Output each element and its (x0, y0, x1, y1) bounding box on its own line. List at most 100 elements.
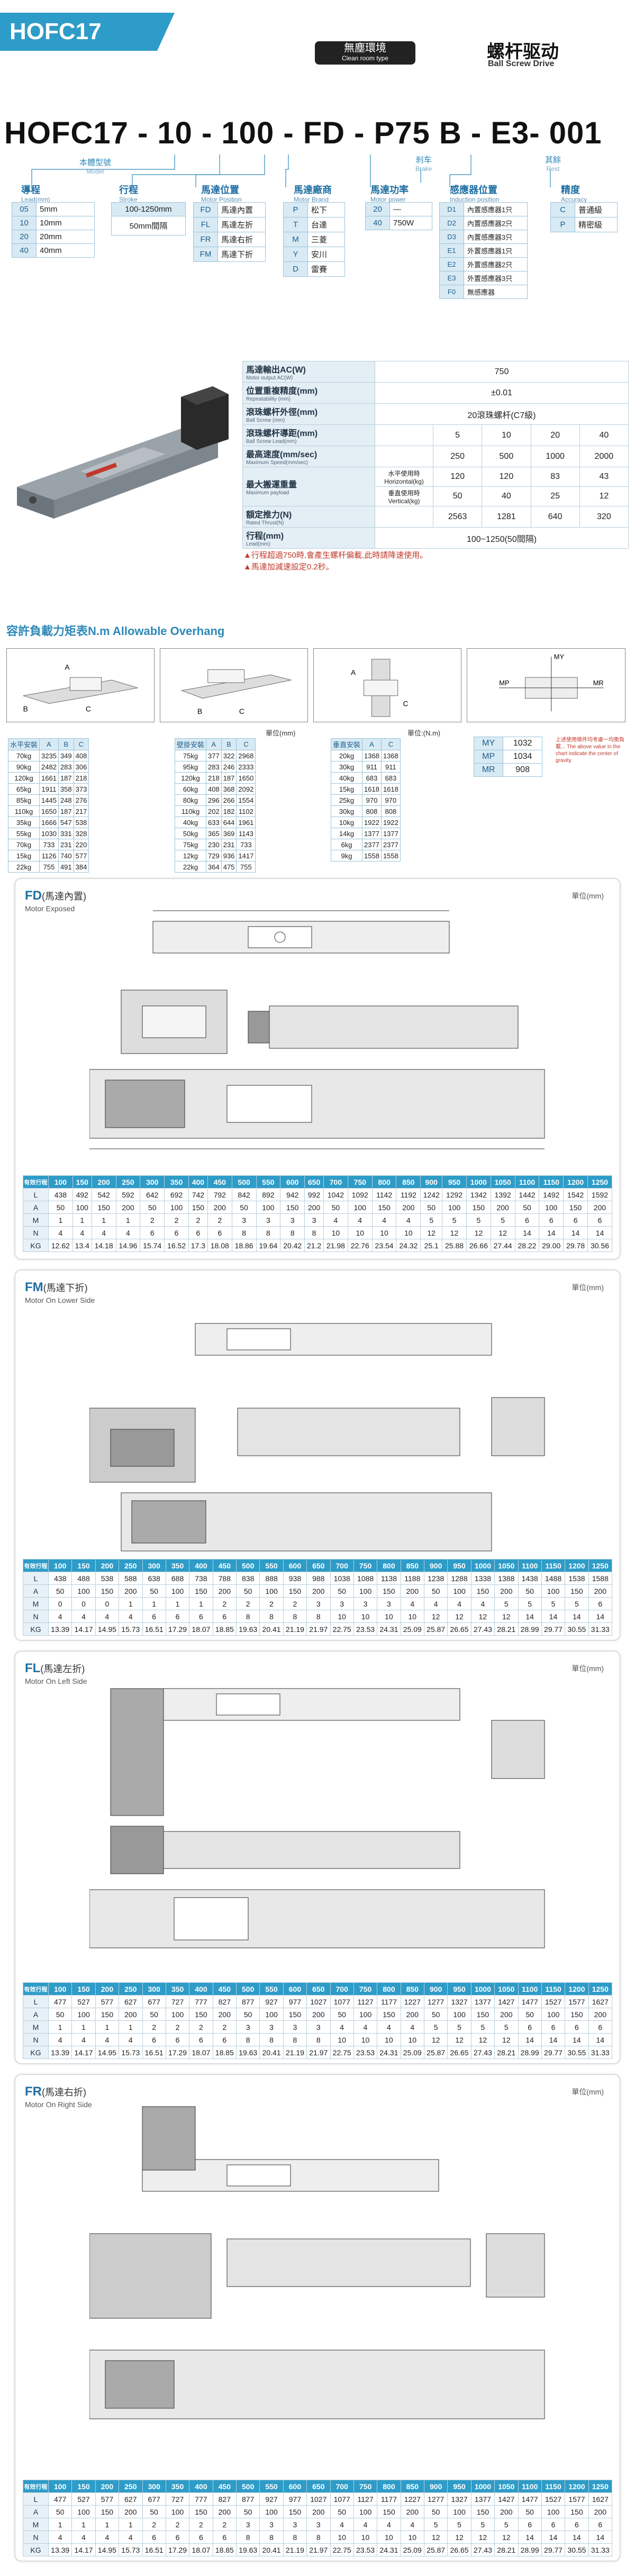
table-cell: 12.62 (48, 1239, 73, 1252)
table-cell: 10 (347, 1226, 373, 1239)
table-cell: 1445 (39, 794, 59, 806)
table-cell: 100 (48, 1559, 72, 1572)
table-cell: 742 (188, 1188, 208, 1201)
table-cell: 187 (58, 772, 74, 784)
table-cell: 538 (73, 817, 89, 828)
table-cell: 231 (221, 839, 237, 850)
table-cell: 231 (58, 839, 74, 850)
table-cell: 1100 (514, 1175, 540, 1189)
table-cell: 250 (119, 1559, 143, 1572)
table-cell: C (236, 738, 256, 750)
table-cell: 200 (119, 1584, 143, 1598)
table-cell: 350 (165, 2480, 190, 2493)
table-cell: 60kg (174, 783, 207, 795)
table-cell: 800 (377, 1559, 401, 1572)
table-cell: 740 (58, 850, 74, 861)
table-cell: 970 (362, 794, 382, 806)
table-cell: 30.56 (587, 1239, 612, 1252)
table-cell: 808 (362, 805, 382, 817)
table-cell: 938 (283, 1572, 307, 1585)
table-cell: N (23, 1610, 49, 1623)
section-fl-unit: 單位(mm) (572, 1664, 604, 1673)
table-cell: 6 (212, 1610, 237, 1623)
table-cell: 150 (377, 1584, 401, 1598)
overhang-title: 容許負載力矩表N.m Allowable Overhang (6, 624, 225, 638)
table-cell: 24.32 (396, 1239, 421, 1252)
table-cell: 1 (48, 2020, 72, 2034)
table-cell: 15.74 (140, 1239, 165, 1252)
table-cell: 50 (423, 1584, 448, 1598)
table-cell: 1038 (330, 1572, 354, 1585)
table-cell: 150 (563, 1201, 588, 1214)
table-cell: 150 (470, 2505, 495, 2518)
table-cell: 150 (565, 2008, 589, 2021)
spec-note-2: ▲馬達加減速設定0.2秒。 (243, 563, 334, 572)
table-cell: 1417 (236, 850, 256, 861)
svg-text:C: C (403, 700, 409, 708)
table-cell: 2333 (236, 761, 256, 773)
table-cell: 3 (259, 2518, 284, 2531)
table-cell: 50 (235, 2505, 260, 2518)
table-cell: 100 (442, 1201, 467, 1214)
table-cell: 40kg (174, 817, 207, 828)
table-cell: 438 (48, 1572, 72, 1585)
table-cell: 877 (235, 1995, 260, 2008)
table-cell: 6 (541, 2020, 566, 2034)
table-cell: 21.2 (304, 1239, 324, 1252)
table-cell: 683 (380, 772, 401, 784)
table-cell: 25.87 (423, 2543, 448, 2556)
table-cell: 300 (142, 1559, 166, 1572)
table-cell: 400 (188, 1175, 208, 1189)
table-cell: 2 (165, 2518, 190, 2531)
table-cell: 150 (71, 2480, 96, 2493)
spec-note-1: ▲行程超過750時,會產生螺杆偏載,此時請降速使用。 (243, 551, 428, 560)
table-cell: 527 (71, 1995, 96, 2008)
table-cell: 2 (189, 2020, 213, 2034)
table-cell: 100 (541, 1584, 566, 1598)
table-cell: 200 (95, 1982, 120, 1996)
table-cell: 12 (470, 1610, 495, 1623)
table-cell: 14.96 (115, 1239, 141, 1252)
table-cell: 100 (165, 2505, 190, 2518)
table-cell: 50 (330, 1584, 354, 1598)
table-cell: 1150 (541, 1559, 566, 1572)
table-cell: 10 (377, 1610, 401, 1623)
table-cell: 1661 (39, 772, 59, 784)
table-cell: A (362, 738, 382, 750)
table-cell: 110kg (174, 805, 207, 817)
table-cell: 2 (212, 2020, 237, 2034)
section-fm-unit: 單位(mm) (572, 1283, 604, 1292)
table-cell: 150 (189, 1584, 213, 1598)
table-cell: 5 (447, 2518, 471, 2531)
table-cell: 3 (306, 2020, 331, 2034)
table-cell: 25.87 (423, 1622, 448, 1636)
spec-table: 馬達輸出AC(W)Motor output AC(W)750 位置重複精度(mm… (242, 361, 629, 549)
table-cell: 1327 (447, 1995, 471, 2008)
table-cell: 491 (58, 861, 74, 873)
table-cell: 450 (212, 1982, 237, 1996)
page-title: 螺杆驱动 (487, 42, 559, 62)
table-cell: 12 (423, 2033, 448, 2046)
table-cell: 250 (119, 2480, 143, 2493)
table-cell: 25kg (330, 794, 363, 806)
table-cell: 1368 (380, 750, 401, 761)
table-cell: 700 (323, 1175, 348, 1189)
table-cell: 1627 (588, 1995, 613, 2008)
stroke-table: 100-1250mm 50mm間隔 (111, 202, 186, 235)
table-cell: 1 (115, 1213, 141, 1227)
table-cell: 18.85 (212, 1622, 237, 1636)
